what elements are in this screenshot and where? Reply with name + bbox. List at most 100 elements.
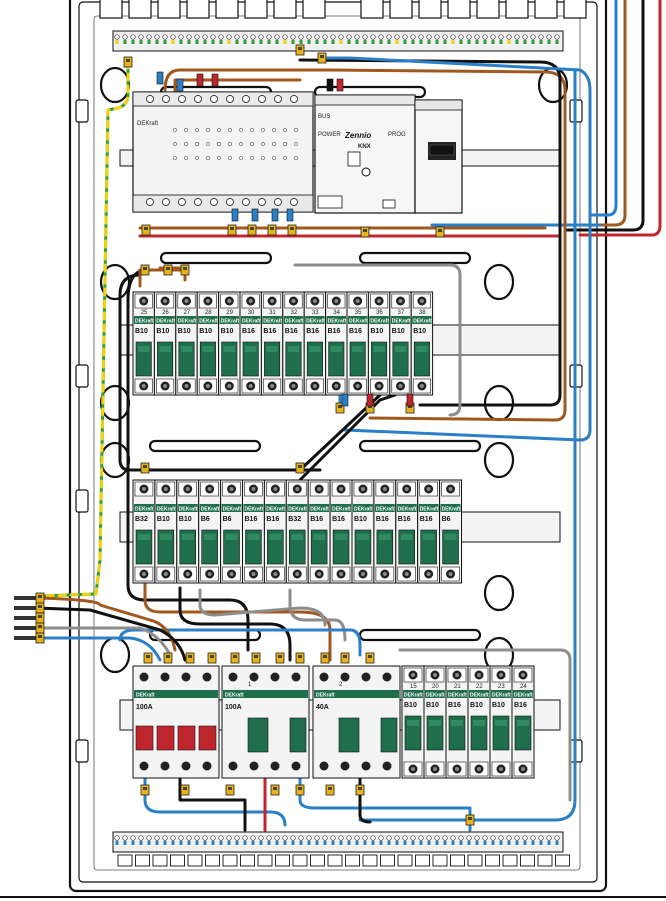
breaker-rating: B10 — [413, 328, 426, 335]
actuator-led — [272, 142, 276, 146]
breaker-rating: B16 — [420, 516, 433, 523]
feed-wire — [34, 626, 172, 657]
actuator-terminal — [178, 95, 186, 103]
actuator-terminal — [274, 95, 282, 103]
actuator-led — [184, 142, 188, 146]
breaker-number: 30 — [248, 310, 255, 316]
breaker-rating: B16 — [242, 328, 255, 335]
entry-slot — [563, 0, 587, 19]
actuator-terminal — [258, 95, 266, 103]
breaker-brand: DEKraft — [221, 319, 240, 325]
entry-slot — [389, 0, 413, 19]
rcd-toggle — [247, 717, 269, 753]
neutral-wire — [298, 776, 472, 832]
actuator-led — [250, 156, 254, 160]
breaker-brand: DEKraft — [201, 507, 220, 513]
phase-wire — [358, 776, 372, 824]
breaker-rating: B10 — [156, 328, 169, 335]
actuator-led — [283, 128, 287, 132]
breaker-number: 34 — [333, 310, 340, 316]
entry-slot — [310, 854, 325, 867]
actuator-led — [283, 156, 287, 160]
breaker-brand: DEKraft — [178, 319, 197, 325]
breaker-rating: B16 — [349, 328, 362, 335]
prog-button[interactable] — [361, 167, 371, 177]
breaker-rating: B10 — [354, 516, 367, 523]
actuator-terminal — [162, 95, 170, 103]
bus-label: BUS — [318, 114, 330, 120]
entry-slot — [152, 854, 168, 867]
breaker-number: 24 — [520, 684, 527, 690]
breaker-rating: B16 — [310, 516, 323, 523]
main-switch-handle — [198, 725, 217, 751]
top-cable-entries — [99, 0, 587, 19]
breaker-brand: DEKraft — [266, 507, 285, 513]
breaker-number: 21 — [454, 684, 461, 690]
entry-slot — [128, 0, 152, 19]
breaker-rating: B10 — [221, 328, 234, 335]
phase-wire — [543, 0, 627, 227]
breaker-brand: DEKraft — [135, 507, 154, 513]
main-switch-rating: 100A — [136, 704, 153, 711]
breaker-number: 25 — [141, 310, 148, 316]
terminal-screw — [228, 761, 238, 771]
main-switch-handle — [135, 725, 154, 751]
entry-slot — [215, 0, 239, 19]
terminal-screw — [181, 761, 191, 771]
actuator-terminal — [194, 198, 202, 206]
neutral-wire — [320, 56, 592, 442]
cable-end — [406, 393, 414, 407]
actuator-led — [173, 142, 177, 146]
entry-slot — [170, 854, 185, 867]
breaker-brand: DEKraft — [245, 507, 264, 513]
terminal-block-bottom — [112, 831, 564, 853]
actuator-led — [206, 142, 210, 146]
breaker-brand: DEKraft — [404, 693, 423, 699]
breaker-brand: DEKraft — [420, 507, 439, 513]
actuator-led — [228, 156, 232, 160]
breaker-brand: DEKraft — [310, 507, 329, 513]
breaker-rating: B10 — [470, 702, 483, 709]
entry-slot — [418, 0, 442, 19]
breaker-brand: DEKraft — [376, 507, 395, 513]
zennio-logo: Zennio — [344, 131, 371, 140]
breaker-brand: DEKraft — [492, 693, 511, 699]
entry-slot — [360, 0, 384, 19]
breaker-brand: DEKraft — [263, 319, 282, 325]
actuator-led — [173, 128, 177, 132]
breaker-brand: DEKraft — [470, 693, 489, 699]
entry-slot — [345, 854, 360, 867]
terminal-screw — [270, 672, 280, 682]
actuator-led — [261, 156, 265, 160]
entry-slot — [257, 854, 273, 867]
bottom-cable-entries — [117, 854, 570, 867]
phase-wire — [178, 586, 292, 662]
actuator-terminal — [242, 198, 250, 206]
breaker-number: 27 — [184, 310, 191, 316]
entry-slot — [467, 854, 483, 867]
neutral-wire — [358, 68, 577, 822]
external-cable-terminals — [14, 596, 36, 640]
earth-wire — [38, 60, 130, 598]
breaker-rating: B16 — [285, 328, 298, 335]
actuator-led — [195, 142, 199, 146]
actuator-led — [272, 156, 276, 160]
actuator-led — [250, 128, 254, 132]
entry-slot — [397, 854, 413, 867]
neutral-wire — [398, 648, 572, 802]
actuator-terminal — [194, 95, 202, 103]
